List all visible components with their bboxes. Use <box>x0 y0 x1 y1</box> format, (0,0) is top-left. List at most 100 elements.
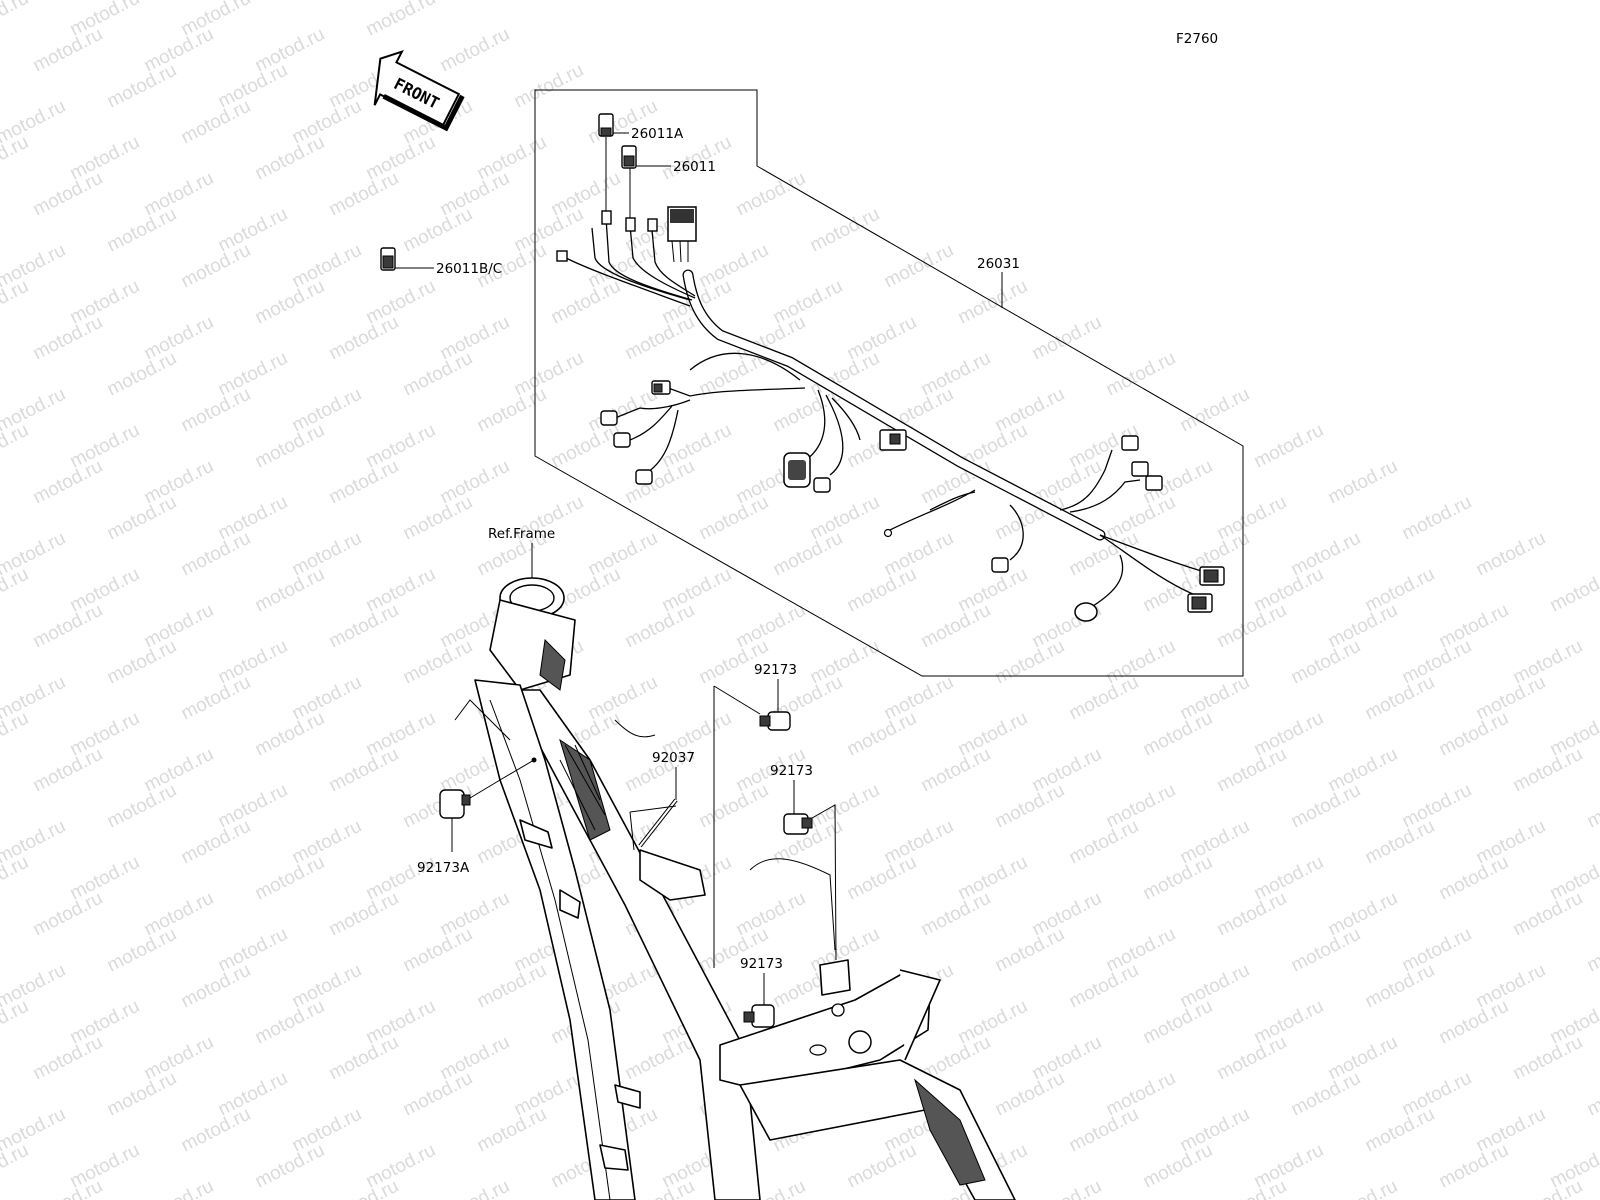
watermark-text: motod.ru <box>104 348 180 401</box>
watermark-text: motod.ru <box>548 276 624 329</box>
watermark-text: motod.ru <box>178 960 254 1013</box>
watermark-text: motod.ru <box>881 240 957 293</box>
part-92173-top: 92173 <box>713 662 797 968</box>
watermark-text: motod.ru <box>622 1032 698 1085</box>
watermark-text: motod.ru <box>326 456 402 509</box>
watermark-text: motod.ru <box>400 636 476 689</box>
label-92173-top: 92173 <box>754 662 797 678</box>
watermark-text: motod.ru <box>1510 744 1586 797</box>
label-92173-mid: 92173 <box>770 763 813 779</box>
watermark-text: motod.ru <box>0 0 32 40</box>
watermark-text: motod.ru <box>252 420 328 473</box>
connector-26011: 26011 <box>621 145 716 222</box>
watermark-text: motod.ru <box>326 312 402 365</box>
watermark-text: motod.ru <box>1066 1104 1142 1157</box>
watermark-text: motod.ru <box>622 600 698 653</box>
watermark-text: motod.ru <box>400 204 476 257</box>
watermark-text: motod.ru <box>1103 348 1179 401</box>
watermark-text: motod.ru <box>474 384 550 437</box>
part-92037: 92037 <box>629 750 695 851</box>
watermark-text: motod.ru <box>1325 456 1401 509</box>
watermark-text: motod.ru <box>30 600 106 653</box>
watermark-text: motod.ru <box>400 1068 476 1121</box>
watermark-text: motod.ru <box>1214 744 1290 797</box>
watermark-text: motod.ru <box>1510 1176 1586 1200</box>
watermark-text: motod.ru <box>400 924 476 977</box>
watermark-text: motod.ru <box>104 204 180 257</box>
watermark-text: motod.ru <box>437 24 513 77</box>
watermark-text: motod.ru <box>696 780 772 833</box>
watermark-text: motod.ru <box>1214 600 1290 653</box>
watermark-text: motod.ru <box>511 60 587 113</box>
watermark-text: motod.ru <box>252 276 328 329</box>
watermark-text: motod.ru <box>1362 1104 1438 1157</box>
watermark-text: motod.ru <box>992 636 1068 689</box>
watermark-text: motod.ru <box>1288 780 1364 833</box>
watermark-text: motod.ru <box>1140 996 1216 1049</box>
watermark-text: motod.ru <box>1584 780 1600 833</box>
watermark-text: motod.ru <box>178 240 254 293</box>
watermark-text: motod.ru <box>992 780 1068 833</box>
watermark-text: motod.ru <box>30 24 106 77</box>
watermark-text: motod.ru <box>1140 852 1216 905</box>
watermark-text: motod.ru <box>437 1176 513 1200</box>
watermark-text: motod.ru <box>252 852 328 905</box>
watermark-text: motod.ru <box>1288 1068 1364 1121</box>
watermark-text: motod.ru <box>1436 852 1512 905</box>
watermark-text: motod.ru <box>807 204 883 257</box>
watermark-text: motod.ru <box>326 744 402 797</box>
watermark-text: motod.ru <box>178 528 254 581</box>
watermark-text: motod.ru <box>104 492 180 545</box>
watermark-text: motod.ru <box>30 888 106 941</box>
label-ref-frame: Ref.Frame <box>488 526 555 542</box>
watermark-text: motod.ru <box>918 888 994 941</box>
watermark-text: motod.ru <box>104 1068 180 1121</box>
watermark-text: motod.ru <box>141 1176 217 1200</box>
watermark-text: motod.ru <box>1510 888 1586 941</box>
watermark-text: motod.ru <box>30 744 106 797</box>
watermark-text: motod.ru <box>326 600 402 653</box>
watermark-text: motod.ru <box>104 60 180 113</box>
watermark-text: motod.ru <box>30 456 106 509</box>
label-26011: 26011 <box>673 159 716 175</box>
watermark-text: motod.ru <box>992 924 1068 977</box>
watermark-text: motod.ru <box>30 168 106 221</box>
watermark-text: motod.ru <box>844 708 920 761</box>
watermark-text: motod.ru <box>1140 708 1216 761</box>
watermark-text: motod.ru <box>1362 672 1438 725</box>
watermark-text: motod.ru <box>1029 1176 1105 1200</box>
watermark-text: motod.ru <box>400 348 476 401</box>
diagram-id: F2760 <box>1176 31 1218 47</box>
watermark-text: motod.ru <box>178 384 254 437</box>
watermark-text: motod.ru <box>252 1140 328 1193</box>
watermark-text: motod.ru <box>1066 960 1142 1013</box>
watermark-text: motod.ru <box>844 564 920 617</box>
connector-26011A: 26011A <box>598 113 684 213</box>
watermark-text: motod.ru <box>326 1032 402 1085</box>
part-92173A: 92173A <box>417 757 537 876</box>
watermark-text: motod.ru <box>363 0 439 40</box>
watermark-text: motod.ru <box>1029 312 1105 365</box>
watermark-text: motod.ru <box>770 528 846 581</box>
watermark-text: motod.ru <box>252 996 328 1049</box>
watermark-text: motod.ru <box>1473 528 1549 581</box>
watermark-text: motod.ru <box>1362 960 1438 1013</box>
part-92173-mid: 92173 <box>770 763 837 961</box>
watermark-text: motod.ru <box>1066 672 1142 725</box>
watermark-text: motod.ru <box>1288 924 1364 977</box>
watermark-text: motod.ru <box>1362 816 1438 869</box>
watermark-text: motod.ru <box>178 96 254 149</box>
watermark-text: motod.ru <box>326 168 402 221</box>
watermark-text: motod.ru <box>104 636 180 689</box>
watermark-text: motod.ru <box>1214 1032 1290 1085</box>
label-26031: 26031 <box>977 256 1020 272</box>
watermark-text: motod.ru <box>252 132 328 185</box>
watermark-text: motod.ru <box>1510 1032 1586 1085</box>
watermark-text: motod.ru <box>1584 1068 1600 1121</box>
watermark-text: motod.ru <box>178 672 254 725</box>
watermark-text: motod.ru <box>326 1176 402 1200</box>
watermark-text: motod.ru <box>400 492 476 545</box>
watermark-text: motod.ru <box>844 1140 920 1193</box>
part-92173-bottom: 92173 <box>740 956 783 1028</box>
